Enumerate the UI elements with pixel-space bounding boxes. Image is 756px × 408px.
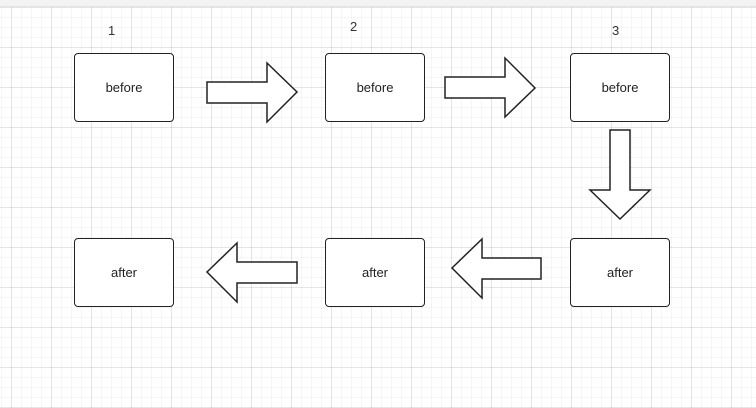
after-box-1[interactable]: after: [74, 238, 174, 307]
before-box-2[interactable]: before: [325, 53, 425, 122]
left-arrow-2[interactable]: [205, 241, 298, 304]
after-box-3[interactable]: after: [570, 238, 670, 307]
step-number-3: 3: [612, 23, 620, 38]
after-box-3-label: after: [606, 265, 633, 280]
top-toolbar-strip: [0, 0, 756, 7]
left-arrow-1[interactable]: [450, 237, 542, 300]
before-box-1[interactable]: before: [74, 53, 174, 122]
step-number-1: 1: [108, 23, 116, 38]
step-number-2: 2: [350, 19, 358, 34]
before-box-3-label: before: [601, 80, 639, 95]
after-box-2-label: after: [361, 265, 388, 280]
right-arrow-1[interactable]: [206, 61, 299, 124]
before-box-2-label: before: [356, 80, 394, 95]
down-arrow[interactable]: [588, 129, 652, 221]
after-box-1-label: after: [110, 265, 137, 280]
right-arrow-2[interactable]: [444, 56, 537, 119]
before-box-1-label: before: [105, 80, 143, 95]
after-box-2[interactable]: after: [325, 238, 425, 307]
before-box-3[interactable]: before: [570, 53, 670, 122]
